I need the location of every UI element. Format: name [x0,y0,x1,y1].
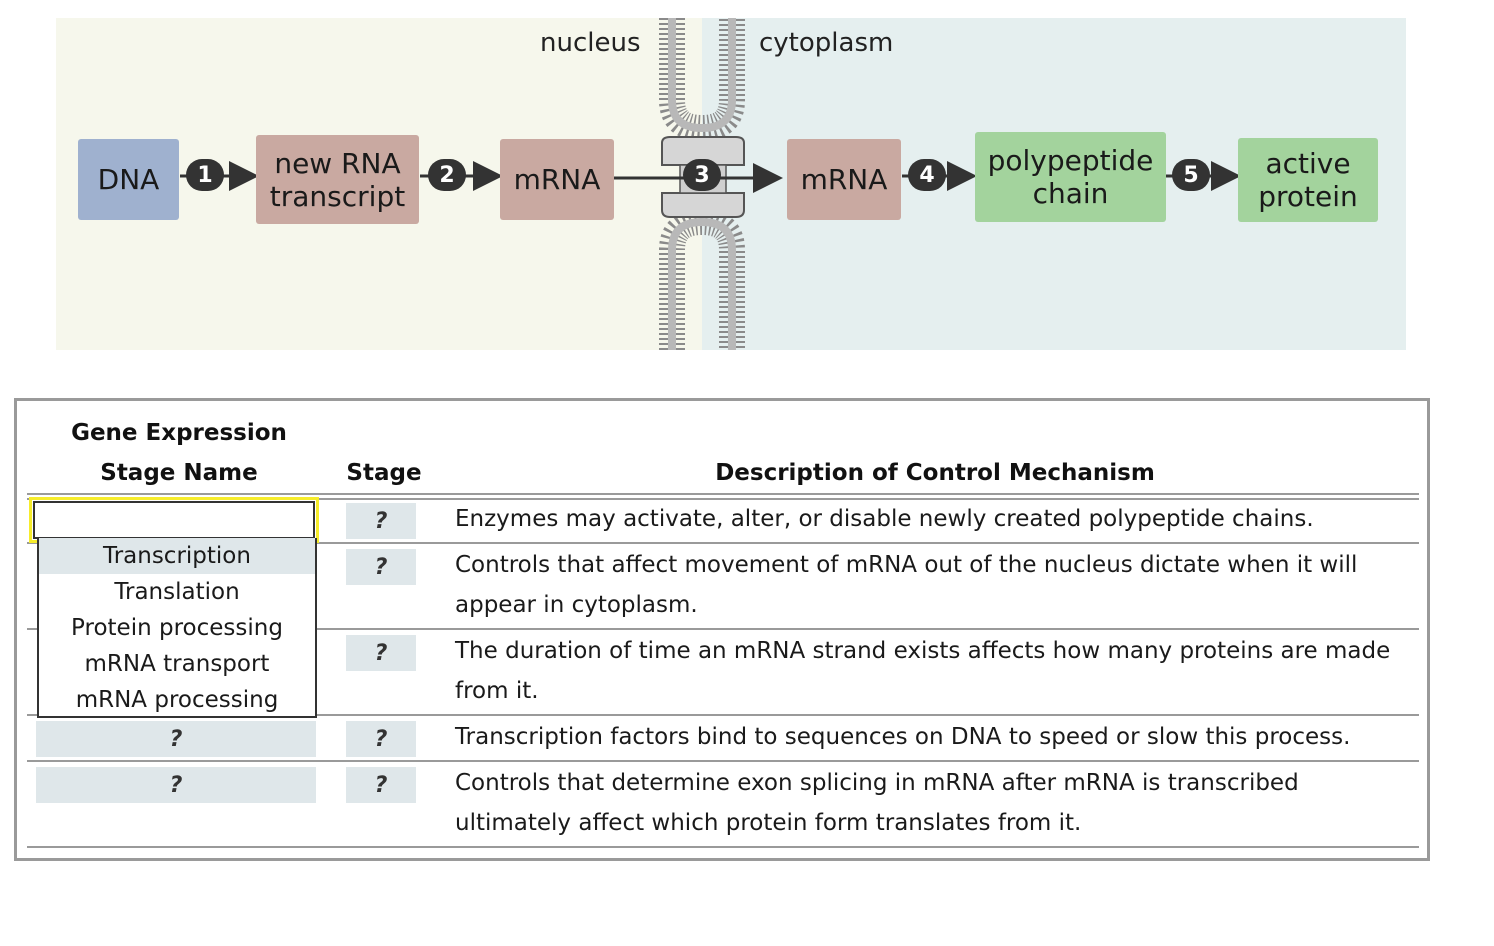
header-stage: Stage [346,460,422,486]
stage-name-dropdown-list: Transcription Translation Protein proces… [37,538,317,718]
polypeptide-label-line1: polypeptide [987,144,1154,177]
description-cell: Controls that determine exon splicing in… [455,770,1299,836]
step-5-badge: 5 [1172,159,1210,191]
header-stage-name: Gene Expression Stage Name [29,413,329,493]
dna-label: DNA [97,163,160,196]
dna-node: DNA [78,139,179,220]
stage-number-cell[interactable]: ? [346,721,416,757]
stage-number-cell[interactable]: ? [346,549,416,585]
row-divider [27,846,1419,848]
row-divider [27,542,1419,544]
polypeptide-chain-node: polypeptide chain [975,132,1166,222]
description-cell: The duration of time an mRNA strand exis… [455,638,1391,704]
mrna-nucleus-node: mRNA [500,139,614,220]
stage-name-cell[interactable]: ? [36,767,316,803]
header-stage-name-line1: Gene Expression [71,420,287,446]
nuclear-envelope [659,18,745,350]
new-rna-label-line2: transcript [269,179,406,213]
description-cell: Controls that affect movement of mRNA ou… [455,552,1358,618]
step-3-badge: 3 [683,159,721,191]
header-description: Description of Control Mechanism [715,460,1155,486]
nucleus-label: nucleus [540,28,641,58]
stage-number-cell[interactable]: ? [346,635,416,671]
description-cell: Transcription factors bind to sequences … [455,724,1351,750]
description-cell: Enzymes may activate, alter, or disable … [455,506,1314,532]
dropdown-option-mrna-transport[interactable]: mRNA transport [84,651,270,677]
active-protein-label-line1: active [1265,147,1351,180]
step-2-badge: 2 [428,159,466,191]
row-divider [27,628,1419,630]
active-protein-label-line2: protein [1258,180,1358,213]
row-divider [27,760,1419,762]
row-divider [27,714,1419,716]
new-rna-label-line1: new RNA [274,146,401,180]
step-1-badge: 1 [186,159,224,191]
mrna-nucleus-label: mRNA [513,163,601,196]
dropdown-option-transcription[interactable]: Transcription [39,538,315,574]
header-divider-2 [27,498,1419,500]
dropdown-option-translation[interactable]: Translation [114,579,240,605]
active-protein-node: active protein [1238,138,1378,222]
polypeptide-label-line2: chain [1032,177,1109,210]
dropdown-option-mrna-processing[interactable]: mRNA processing [75,687,279,713]
gene-expression-table: Gene Expression Stage Name Stage Descrip… [14,398,1430,861]
stage-number-cell[interactable]: ? [346,767,416,803]
mrna-cytoplasm-label: mRNA [800,163,888,196]
stage-name-cell[interactable]: ? [36,721,316,757]
dropdown-option-protein-processing[interactable]: Protein processing [71,615,283,641]
cytoplasm-label: cytoplasm [759,28,894,58]
stage-number-cell[interactable]: ? [346,503,416,539]
gene-expression-diagram: nucleus cytoplasm DNA new RNA transcript… [0,0,1494,370]
header-stage-name-line2: Stage Name [100,460,258,486]
mrna-cytoplasm-node: mRNA [787,139,901,220]
new-rna-transcript-node: new RNA transcript [256,135,419,224]
stage-name-select[interactable] [29,497,319,543]
step-4-badge: 4 [908,159,946,191]
header-divider [27,493,1419,495]
